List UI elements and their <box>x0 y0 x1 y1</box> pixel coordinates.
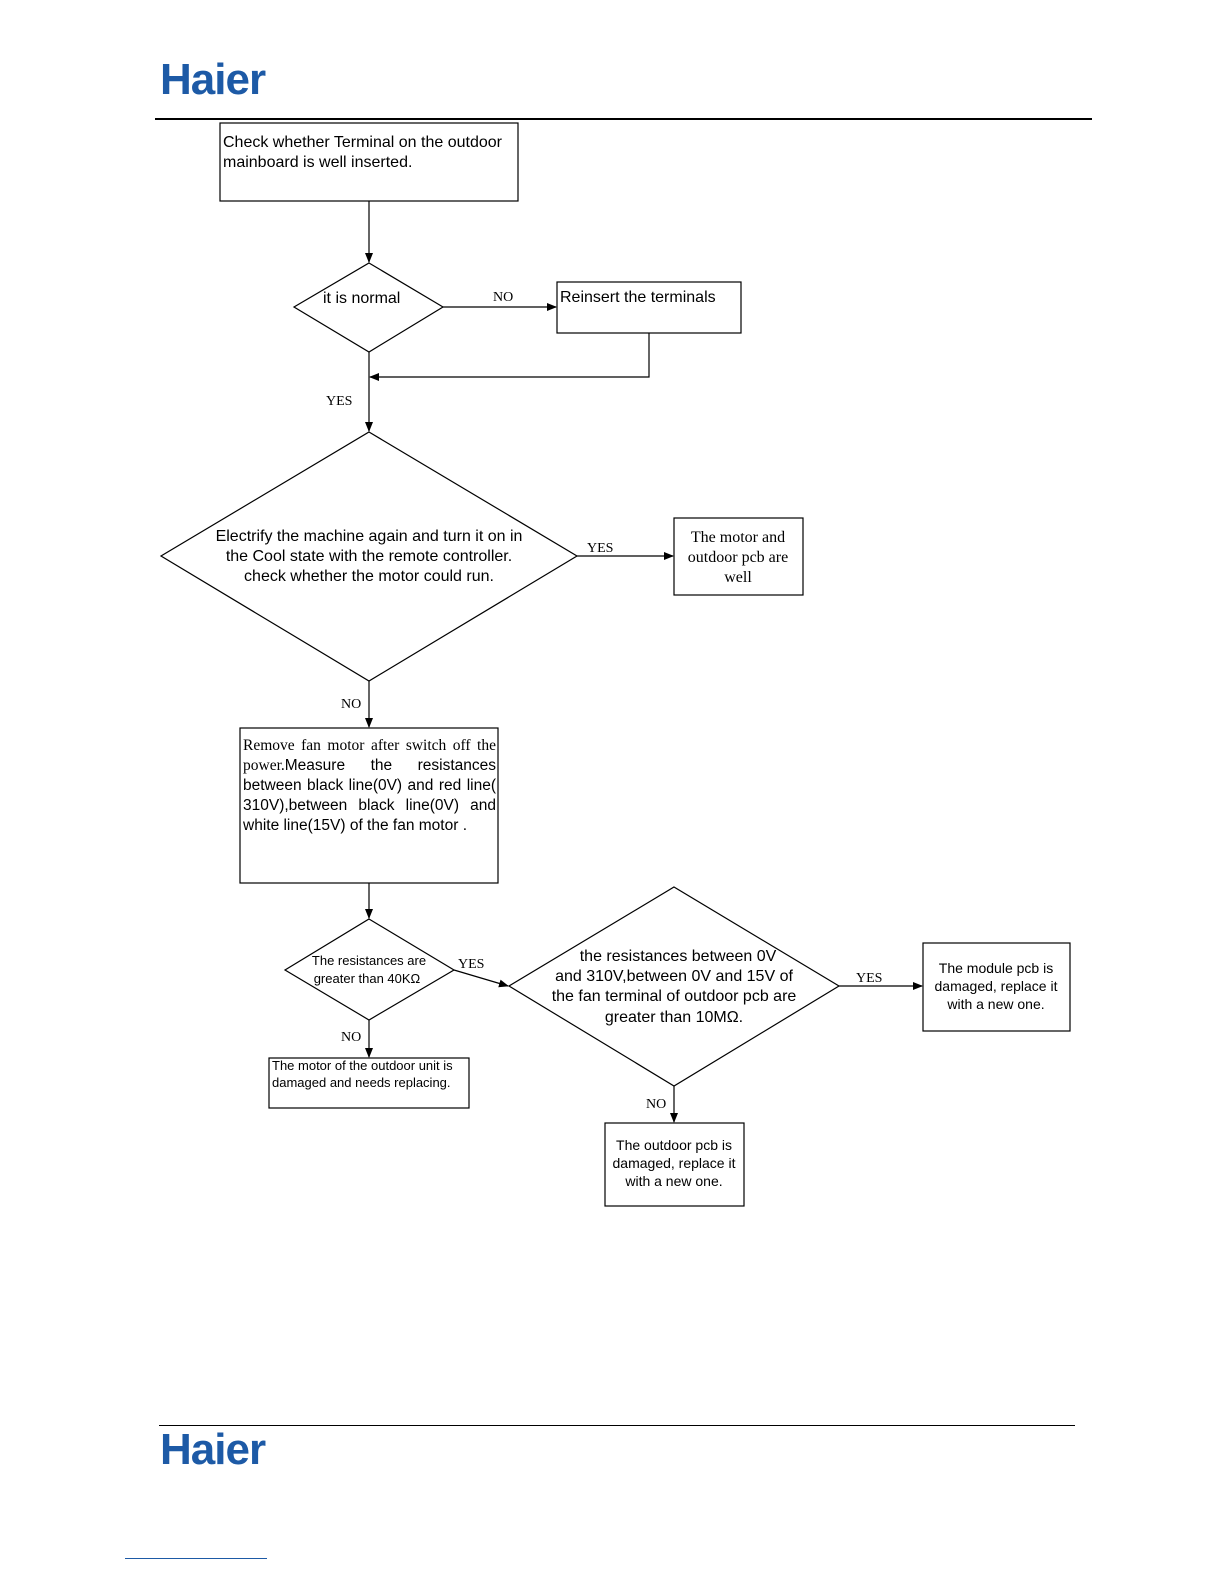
decision-run-line-1: Electrify the machine again and turn it … <box>216 528 523 545</box>
decision-40k-line-2: greater than 40KΩ <box>314 971 421 986</box>
label-no-40k: NO <box>341 1030 361 1045</box>
remove-fan-text-sans: Measure the resistances between black li… <box>243 757 496 834</box>
motor-ok-line-2: outdoor pcb are <box>688 549 788 566</box>
label-no-run: NO <box>341 697 361 712</box>
footer-link-line <box>125 1558 267 1559</box>
decision-40k-line-1: The resistances are <box>312 953 426 968</box>
start-box-text: Check whether Terminal on the outdoor ma… <box>223 134 502 171</box>
outdoor-pcb-line-1: The outdoor pcb is <box>616 1137 732 1153</box>
decision-run-line-3: check whether the motor could run. <box>244 568 494 585</box>
label-yes-normal: YES <box>326 394 352 409</box>
decision-normal-text: it is normal <box>323 290 400 307</box>
reinsert-box-text: Reinsert the terminals <box>560 289 716 306</box>
footer-rule <box>159 1425 1075 1426</box>
label-no-normal: NO <box>493 290 513 305</box>
module-pcb-line-2: damaged, replace it <box>935 978 1058 994</box>
motor-damaged-box-text: The motor of the outdoor unit is damaged… <box>272 1058 453 1090</box>
module-pcb-line-3: with a new one. <box>946 996 1044 1012</box>
label-no-10m: NO <box>646 1097 666 1112</box>
outdoor-pcb-box <box>604 1122 745 1207</box>
remove-fan-text-serif: Remove fan motor after switch off the po… <box>243 737 496 774</box>
label-yes-run: YES <box>587 541 613 556</box>
decision-10m-line-1: the resistances between 0V <box>580 948 777 965</box>
header-logo: Haier <box>160 55 266 104</box>
motor-ok-box <box>673 517 804 596</box>
outdoor-pcb-line-2: damaged, replace it <box>613 1155 736 1171</box>
connector-reinsert-return <box>369 333 650 381</box>
remove-fan-box-text: Remove fan motor after switch off the po… <box>243 736 496 836</box>
module-pcb-line-1: The module pcb is <box>939 960 1053 976</box>
decision-40k-diamond <box>283 918 456 1021</box>
decision-10m-line-4: greater than 10MΩ. <box>605 1009 743 1026</box>
decision-normal-diamond <box>292 262 445 353</box>
motor-damaged-box <box>268 1057 470 1109</box>
label-yes-40k: YES <box>458 957 484 972</box>
decision-10m-line-3: the fan terminal of outdoor pcb are <box>552 988 797 1005</box>
motor-ok-line-1: The motor and <box>691 529 785 546</box>
decision-10m-line-2: and 310V,between 0V and 15V of <box>555 968 793 985</box>
decision-run-line-2: the Cool state with the remote controlle… <box>226 548 512 565</box>
decision-10m-diamond <box>507 886 841 1087</box>
label-yes-10m: YES <box>856 971 882 986</box>
module-pcb-box <box>922 942 1071 1032</box>
header-rule <box>155 118 1092 120</box>
outdoor-pcb-line-3: with a new one. <box>624 1173 722 1189</box>
motor-ok-line-3: well <box>724 569 752 586</box>
connector-40k-yes <box>453 969 509 988</box>
footer-logo: Haier <box>160 1425 266 1474</box>
